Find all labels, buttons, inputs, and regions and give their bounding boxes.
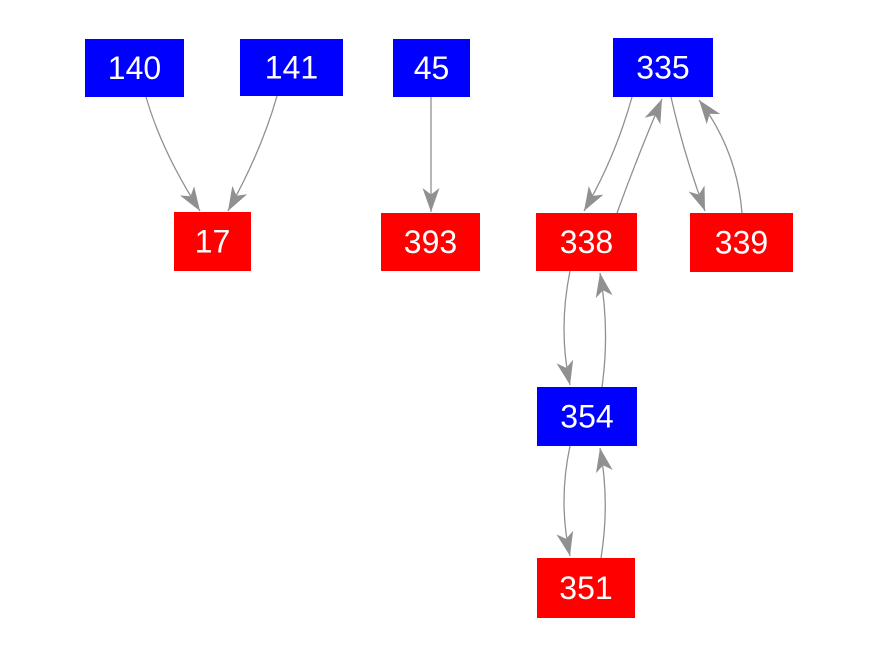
node-338-box[interactable] <box>536 213 637 271</box>
node-140[interactable]: 140 <box>85 39 184 97</box>
node-label: 141 <box>265 50 318 86</box>
edge-354-351 <box>556 445 574 557</box>
edges-layer <box>145 95 743 559</box>
edge-338-354 <box>556 270 574 386</box>
edge-354-338 <box>595 272 613 388</box>
edge-338-335 <box>616 98 663 214</box>
node-17-box[interactable] <box>174 212 251 271</box>
node-141-box[interactable] <box>240 39 343 96</box>
node-335[interactable]: 335 <box>613 38 713 97</box>
node-354[interactable]: 354 <box>537 387 637 446</box>
node-label: 140 <box>108 50 161 86</box>
node-335-box[interactable] <box>613 38 713 97</box>
node-label: 17 <box>195 224 231 260</box>
edge-339-335 <box>698 99 743 214</box>
node-label: 354 <box>560 399 613 435</box>
node-140-box[interactable] <box>85 39 184 97</box>
node-label: 393 <box>404 224 457 260</box>
node-338[interactable]: 338 <box>536 213 637 271</box>
node-339-box[interactable] <box>690 213 793 272</box>
node-45[interactable]: 45 <box>393 39 470 97</box>
edge-141-17 <box>227 95 278 212</box>
edge-335-339 <box>670 96 706 212</box>
node-351-box[interactable] <box>537 558 635 618</box>
node-351[interactable]: 351 <box>537 558 635 618</box>
edge-351-354 <box>596 447 613 559</box>
node-17[interactable]: 17 <box>174 212 251 271</box>
edge-335-338 <box>583 96 633 212</box>
nodes-layer: 140 141 45 335 17 393 338 339 354 351 <box>85 38 793 618</box>
node-393[interactable]: 393 <box>381 213 480 271</box>
node-label: 45 <box>414 50 450 86</box>
edge-140-17 <box>145 96 201 212</box>
node-45-box[interactable] <box>393 39 470 97</box>
node-393-box[interactable] <box>381 213 480 271</box>
node-141[interactable]: 141 <box>240 39 343 96</box>
node-label: 351 <box>559 570 612 606</box>
node-label: 339 <box>715 225 768 261</box>
node-label: 338 <box>560 224 613 260</box>
node-label: 335 <box>636 50 689 86</box>
node-339[interactable]: 339 <box>690 213 793 272</box>
node-354-box[interactable] <box>537 387 637 446</box>
